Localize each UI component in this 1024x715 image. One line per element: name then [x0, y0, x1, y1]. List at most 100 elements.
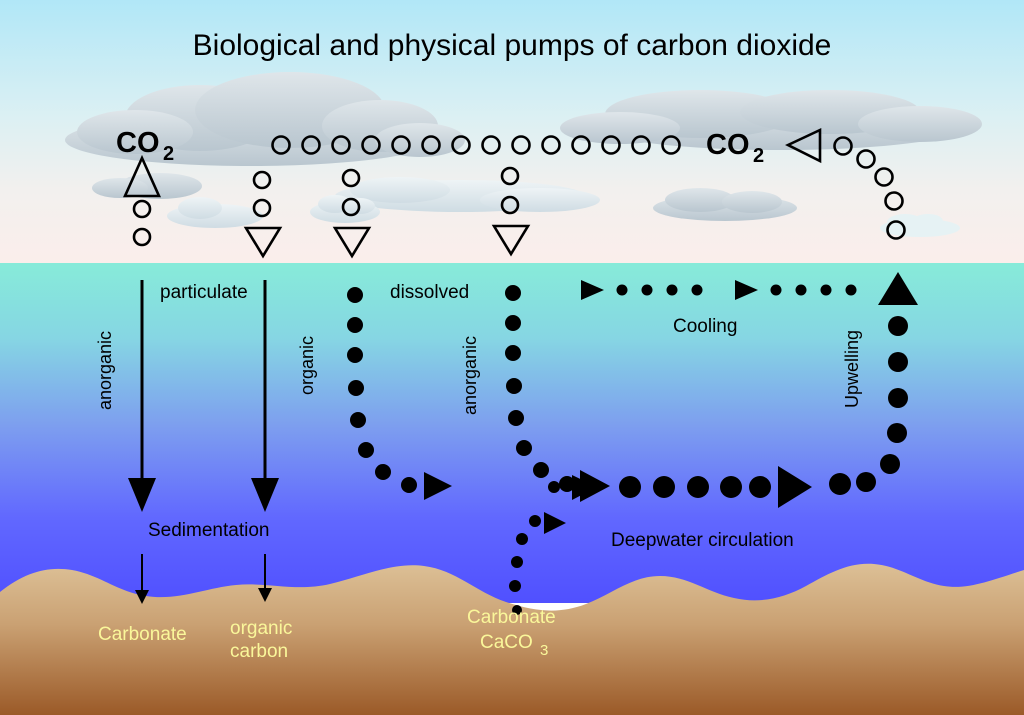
cooling-dot — [795, 284, 807, 296]
seafloor-arrow-group — [135, 554, 272, 604]
co2-label-left: CO 2 — [116, 127, 174, 165]
upwelling-dot — [888, 388, 908, 408]
cooling-dot — [691, 284, 703, 296]
dissolved-dot — [559, 476, 575, 492]
co2-bubble — [331, 135, 351, 155]
dissolved-dot — [533, 462, 549, 478]
atmosphere-symbols — [122, 127, 906, 259]
cooling-dot — [820, 284, 832, 296]
dissolved-dot — [348, 380, 364, 396]
label-dissolved: dissolved — [390, 282, 469, 303]
cooling-dot — [770, 284, 782, 296]
co2-bubble — [271, 135, 291, 155]
deepwater-dot — [653, 476, 675, 498]
cloud-main-right — [560, 90, 982, 150]
label-anorganic-dissolved: anorganic — [460, 336, 480, 415]
co2-bubble — [571, 135, 591, 155]
co2-label-right: CO 2 — [706, 129, 764, 167]
ocean-background — [0, 263, 1024, 603]
co2-bubble — [661, 135, 681, 155]
seafloor-flux-arrowhead — [544, 512, 566, 534]
cloud-group — [65, 72, 982, 237]
deepwater-flow-group — [548, 466, 851, 508]
cloud-small-left — [92, 173, 263, 228]
upwelling-arrowhead — [878, 272, 918, 305]
caco3-subscript: 3 — [540, 642, 548, 659]
absorption-arrow-1 — [243, 226, 283, 259]
organic-carbon-line1: organic — [230, 618, 292, 639]
co2-bubble — [833, 136, 853, 156]
dissolved-dot — [358, 442, 374, 458]
co2-bubble — [500, 166, 520, 186]
page-title: Biological and physical pumps of carbon … — [193, 29, 832, 62]
co2-bubble — [301, 135, 321, 155]
deepwater-dot — [829, 473, 851, 495]
seafloor-label-carbonate: Carbonate — [98, 624, 187, 645]
label-upwelling: Upwelling — [842, 330, 862, 408]
dissolved-dot — [508, 410, 524, 426]
upwelling-dot — [887, 423, 907, 443]
label-deepwater-circulation: Deepwater circulation — [611, 530, 794, 551]
co2-bubble — [631, 135, 651, 155]
upwelling-dot — [888, 316, 908, 336]
caco3-line2: CaCO — [480, 632, 533, 653]
seafloor-flux-dot — [511, 556, 523, 568]
deepwater-arrowhead-large — [778, 466, 812, 508]
cooling-dot — [666, 284, 678, 296]
co2-bubble — [132, 227, 152, 247]
co2-bubble — [481, 135, 501, 155]
co2-bubble — [874, 167, 894, 187]
label-anorganic-particulate: anorganic — [95, 331, 115, 410]
dissolved-dot — [505, 285, 521, 301]
co2-bubble — [132, 199, 152, 219]
deepwater-dot — [749, 476, 771, 498]
cloud-mid-right — [653, 188, 797, 221]
co2-bubble — [341, 168, 361, 188]
cooling-dot — [641, 284, 653, 296]
dissolved-dot — [375, 464, 391, 480]
seafloor-flux-dot — [529, 515, 541, 527]
organic-particulate-arrow — [251, 280, 279, 512]
absorption-arrow-3 — [491, 224, 531, 257]
organic-carbon-line2: carbon — [230, 641, 288, 662]
dissolved-dot — [347, 347, 363, 363]
cloud-flat-mid — [335, 177, 600, 212]
co2-bubble — [541, 135, 561, 155]
cooling-dot — [616, 284, 628, 296]
co2-bubble — [252, 198, 272, 218]
upwelling-group — [856, 272, 918, 492]
cooling-arrowhead — [581, 280, 604, 300]
dissolved-dot — [347, 317, 363, 333]
dissolved-pump-group — [347, 285, 610, 615]
organic-carbon-deposit-arrow — [258, 554, 272, 602]
seafloor-flux-dot — [516, 533, 528, 545]
dissolved-dot — [347, 287, 363, 303]
co2-right-text: CO — [706, 129, 750, 161]
co2-bubble — [856, 149, 876, 169]
co2-bubble — [391, 135, 411, 155]
co2-right-subscript: 2 — [753, 145, 764, 167]
deepwater-dot — [720, 476, 742, 498]
co2-left-subscript: 2 — [163, 143, 174, 165]
dissolved-arrowhead — [580, 470, 610, 502]
upwelling-dot — [880, 454, 900, 474]
deepwater-dot — [548, 481, 560, 493]
upwelling-dot — [888, 352, 908, 372]
dissolved-dot — [505, 345, 521, 361]
cooling-dot — [845, 284, 857, 296]
deepwater-dot — [619, 476, 641, 498]
seafloor-flux-dot — [509, 580, 521, 592]
dissolved-dot — [350, 412, 366, 428]
seafloor-label-organic-carbon: organic carbon — [230, 618, 292, 662]
co2-bubble — [886, 220, 906, 240]
caco3-line1: Carbonate — [467, 607, 556, 628]
co2-bubble — [421, 135, 441, 155]
co2-bubble — [601, 135, 621, 155]
co2-bubble — [451, 135, 471, 155]
anorganic-particulate-arrow — [128, 280, 156, 512]
cooling-flow-group — [581, 280, 857, 300]
outgassing-arrow-left — [122, 154, 162, 198]
seafloor-label-carbonate-caco3: Carbonate CaCO 3 — [467, 607, 556, 659]
seafloor-flux-dot — [512, 605, 522, 615]
co2-bubble — [500, 195, 520, 215]
